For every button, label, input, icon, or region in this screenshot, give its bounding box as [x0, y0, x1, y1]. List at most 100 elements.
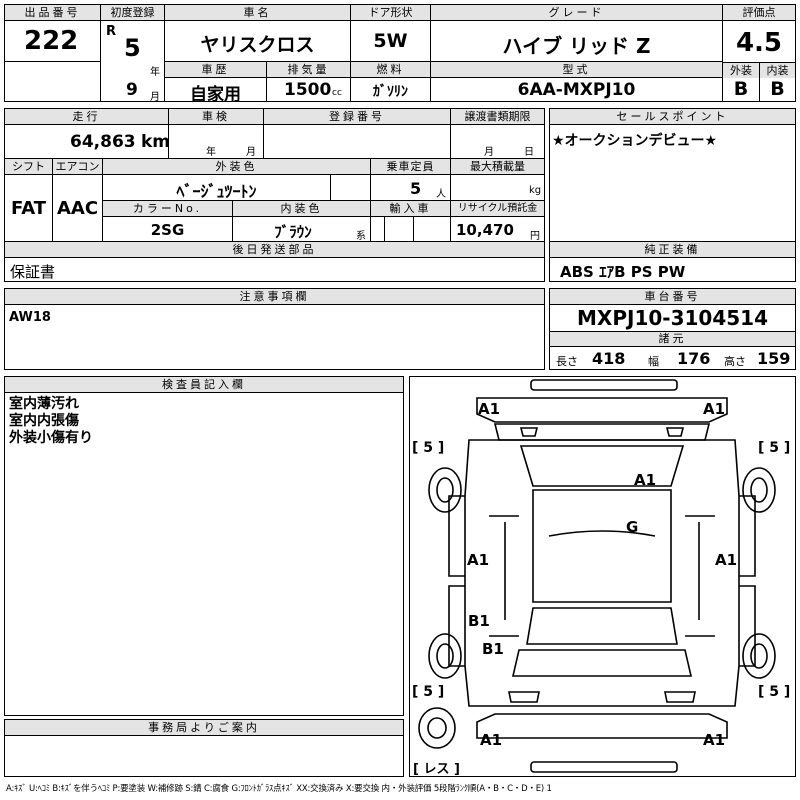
later-parts-label: 後日発送部品 — [5, 242, 544, 257]
specs-label: 諸元 — [550, 332, 795, 346]
reg-month-value: 9 — [126, 80, 138, 100]
height-label: 高さ — [724, 355, 746, 368]
cautions-label: 注意事項欄 — [5, 289, 544, 304]
tire-tread-rr: [ 5 ] — [758, 684, 791, 700]
month-unit: 月 — [150, 92, 160, 103]
width-label: 幅 — [648, 355, 659, 368]
inspector-line: 室内内張傷 — [9, 413, 79, 429]
capacity-label: 乗車定員 — [371, 159, 450, 174]
equipment-label: 純正装備 — [550, 242, 795, 257]
damage-label: G — [626, 518, 639, 536]
mileage-unit: km — [141, 132, 171, 152]
fuel-value: ｶﾞｿﾘﾝ — [373, 84, 408, 100]
int-color-label: 内装色 — [233, 201, 370, 216]
ac-label: エアコン — [53, 159, 102, 174]
lot-value: 222 — [24, 26, 79, 56]
regno-label: 登録番号 — [264, 109, 450, 124]
damage-label: A1 — [480, 731, 503, 749]
grade-value: ハイブ リッド Z — [502, 34, 651, 58]
damage-label: B1 — [468, 612, 490, 630]
era-value: R — [106, 24, 117, 39]
car-name-value: ヤリスクロス — [200, 34, 315, 56]
displacement-unit: cc — [332, 88, 342, 98]
inspection-label: 車検 — [169, 109, 263, 124]
capacity-value: 5 — [410, 179, 422, 198]
score-value: 4.5 — [735, 28, 783, 58]
inspector-line: 室内薄汚れ — [9, 396, 79, 412]
history-label: 車歴 — [165, 62, 266, 77]
shift-label: シフト — [5, 159, 52, 174]
inspection-month-unit: 月 — [246, 147, 256, 158]
chassis-label: 車台番号 — [550, 289, 795, 304]
door-value: 5W — [373, 30, 408, 52]
capacity-unit: 人 — [436, 189, 446, 200]
exterior-label: 外装 — [723, 63, 759, 78]
width-value: 176 — [677, 349, 711, 368]
int-color-unit: 系 — [356, 231, 366, 242]
damage-label: A1 — [634, 471, 657, 489]
transfer-label: 譲渡書類期限 — [451, 109, 544, 124]
model-label: 型式 — [431, 62, 722, 77]
history-value: 自家用 — [190, 85, 241, 105]
equipment-value: ABS ｴｱB PS PW — [560, 263, 686, 281]
displacement-label: 排気量 — [267, 62, 350, 77]
model-value: 6AA-MXPJ10 — [517, 80, 636, 100]
car-name-label: 車名 — [165, 5, 350, 20]
mileage-value: 64,863 — [70, 132, 136, 152]
score-label: 評価点 — [723, 5, 795, 20]
damage-label: A1 — [703, 731, 726, 749]
tire-tread-fr: [ 5 ] — [758, 440, 791, 456]
recycle-value: 10,470 — [456, 221, 514, 239]
max-load-label: 最大積載量 — [451, 159, 544, 174]
damage-label: A1 — [703, 400, 726, 418]
sales-point-text: ★オークションデビュー★ — [552, 133, 718, 149]
later-parts-value: 保証書 — [10, 263, 56, 281]
car-diagram-block — [409, 376, 796, 777]
ext-color-value: ﾍﾞｰｼﾞｭﾂｰﾄﾝ — [176, 182, 257, 201]
exterior-value: B — [733, 78, 749, 100]
first-reg-label: 初度登録 — [101, 5, 164, 20]
year-unit: 年 — [150, 67, 160, 78]
damage-label: B1 — [482, 640, 504, 658]
tire-tread-fl: [ 5 ] — [412, 440, 445, 456]
tire-tread-rl: [ 5 ] — [412, 684, 445, 700]
office-label: 事務局よりご案内 — [5, 720, 403, 735]
recycle-label: リサイクル預託金 — [451, 201, 544, 216]
shift-value: FAT — [10, 198, 47, 219]
damage-label: A1 — [467, 551, 490, 569]
height-value: 159 — [757, 349, 791, 368]
lot-label: 出品番号 — [5, 5, 100, 20]
spare-tire-status: [ レス ] — [413, 762, 460, 777]
interior-label: 内装 — [760, 63, 795, 78]
chassis-value: MXPJ10-3104514 — [577, 306, 768, 330]
ext-color-label: 外装色 — [103, 159, 370, 174]
damage-label: A1 — [478, 400, 501, 418]
door-label: ドア形状 — [351, 5, 430, 20]
displacement-value: 1500 — [284, 80, 332, 100]
reg-year-value: 5 — [124, 34, 141, 62]
sales-point-label: セールスポイント — [550, 109, 795, 124]
damage-label: A1 — [715, 551, 738, 569]
cautions-value: AW18 — [9, 310, 51, 325]
interior-value: B — [770, 78, 785, 100]
car-outline-diagram — [418, 379, 776, 773]
inspector-block — [4, 376, 404, 716]
import-label: 輸入車 — [371, 201, 450, 216]
transfer-day-unit: 日 — [524, 147, 534, 158]
ac-value: AAC — [56, 198, 99, 219]
grade-label: グレード — [431, 5, 722, 20]
length-value: 418 — [592, 349, 626, 368]
length-label: 長さ — [556, 355, 578, 368]
inspector-line: 外装小傷有り — [9, 430, 93, 446]
int-color-value: ﾌﾞﾗｳﾝ — [274, 223, 312, 241]
color-no-label: カラーNo. — [103, 201, 232, 216]
inspector-label: 検査員記入欄 — [5, 377, 403, 392]
recycle-unit: 円 — [530, 231, 540, 242]
color-no-value: 2SG — [150, 221, 185, 239]
mileage-label: 走行 — [5, 109, 168, 124]
max-load-unit: kg — [529, 185, 542, 196]
fuel-label: 燃料 — [351, 62, 430, 77]
inspection-year-unit: 年 — [206, 147, 216, 158]
transfer-month-unit: 月 — [484, 147, 494, 158]
damage-code-legend: A:ｷｽﾞ U:ﾍｺﾐ B:ｷｽﾞを伴うﾍｺﾐ P:要塗装 W:補修跡 S:錆 … — [6, 784, 552, 794]
